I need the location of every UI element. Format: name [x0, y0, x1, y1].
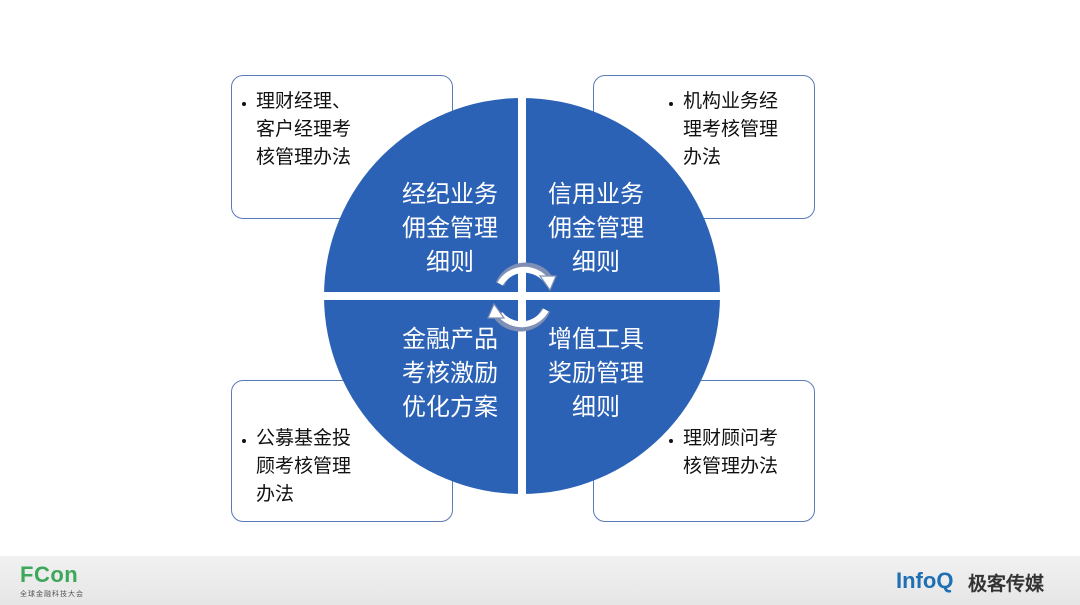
infoq-logo: InfoQ [896, 568, 954, 593]
fcon-subtitle: 全球金融科技大会 [20, 590, 84, 598]
box-text-bottom-right: 理财顾问考 核管理办法 [667, 424, 778, 480]
line: 理考核管理 [683, 118, 779, 140]
line: 公募基金投 [256, 427, 352, 449]
line: 细则 [426, 248, 474, 276]
box-text-bottom-left: 公募基金投 顾考核管理 办法 [240, 424, 351, 508]
line: 奖励管理 [548, 359, 644, 387]
line: 细则 [572, 248, 620, 276]
line: 办法 [683, 146, 722, 168]
line: 客户经理考 [256, 118, 352, 140]
line: 办法 [256, 483, 295, 505]
box-text-top-right: 机构业务经 理考核管理 办法 [667, 87, 778, 171]
line: 核管理办法 [256, 146, 352, 168]
quadrant-label-bottom-left: 金融产品 考核激励 优化方案 [380, 322, 520, 424]
quadrant-circle-diagram [324, 98, 720, 494]
footer-bar [0, 556, 1080, 605]
line: 核管理办法 [683, 455, 779, 477]
line: 顾考核管理 [256, 455, 352, 477]
line: 机构业务经 [683, 90, 779, 112]
fcon-logo: FCon [20, 562, 79, 587]
line: 细则 [572, 393, 620, 421]
line: 佣金管理 [548, 214, 644, 242]
line: 佣金管理 [402, 214, 498, 242]
quadrant-label-top-left: 经纪业务 佣金管理 细则 [380, 177, 520, 279]
arrow-head-bottom [487, 302, 506, 319]
quadrant-label-bottom-right: 增值工具 奖励管理 细则 [526, 322, 666, 424]
line: 信用业务 [548, 180, 644, 208]
geek-media-logo: 极客传媒 [968, 573, 1045, 595]
line: 考核激励 [402, 359, 498, 387]
line: 金融产品 [402, 325, 498, 353]
line: 经纪业务 [402, 180, 498, 208]
line: 理财经理、 [256, 90, 352, 112]
line: 理财顾问考 [683, 427, 779, 449]
arrow-head-top [538, 275, 557, 292]
quadrant-label-top-right: 信用业务 佣金管理 细则 [526, 177, 666, 279]
line: 增值工具 [548, 325, 644, 353]
line: 优化方案 [402, 393, 498, 421]
box-text-top-left: 理财经理、 客户经理考 核管理办法 [240, 87, 351, 171]
